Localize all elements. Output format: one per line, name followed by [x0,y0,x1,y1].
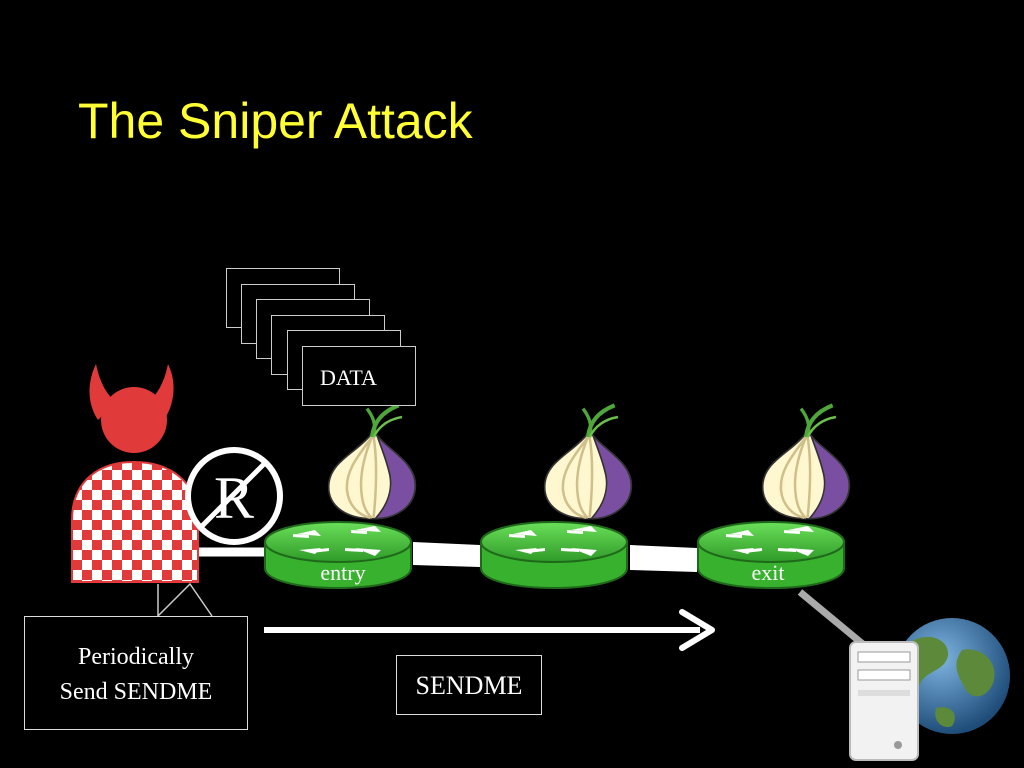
router-icon [480,521,628,589]
sendme-label: SENDME [396,655,542,715]
note-callout-line [157,582,213,618]
relay-entry: entry [264,521,412,589]
relay-label-entry: entry [320,560,365,585]
devil-attacker-icon [71,364,199,583]
attacker-note: Periodically Send SENDME [24,616,248,730]
tor-onion-router-icon [763,405,850,518]
circuit-links [196,542,873,653]
tor-onion-router-icon [329,405,416,518]
middle-exit-link [630,545,697,572]
tor-onion-router-icon [545,405,632,518]
server-icon [849,641,919,761]
slide-title: The Sniper Attack [78,93,473,149]
entry-middle-link [413,542,480,567]
sendme-arrow [264,609,715,651]
relay-label-exit: exit [752,560,785,585]
exit-server-link [797,589,873,653]
relay-middle [480,521,628,589]
relay-exit: exit [697,521,845,589]
registered-r-icon: R [185,447,283,545]
data-cell: DATA [302,346,416,406]
client-badge-letter: R [214,465,254,531]
